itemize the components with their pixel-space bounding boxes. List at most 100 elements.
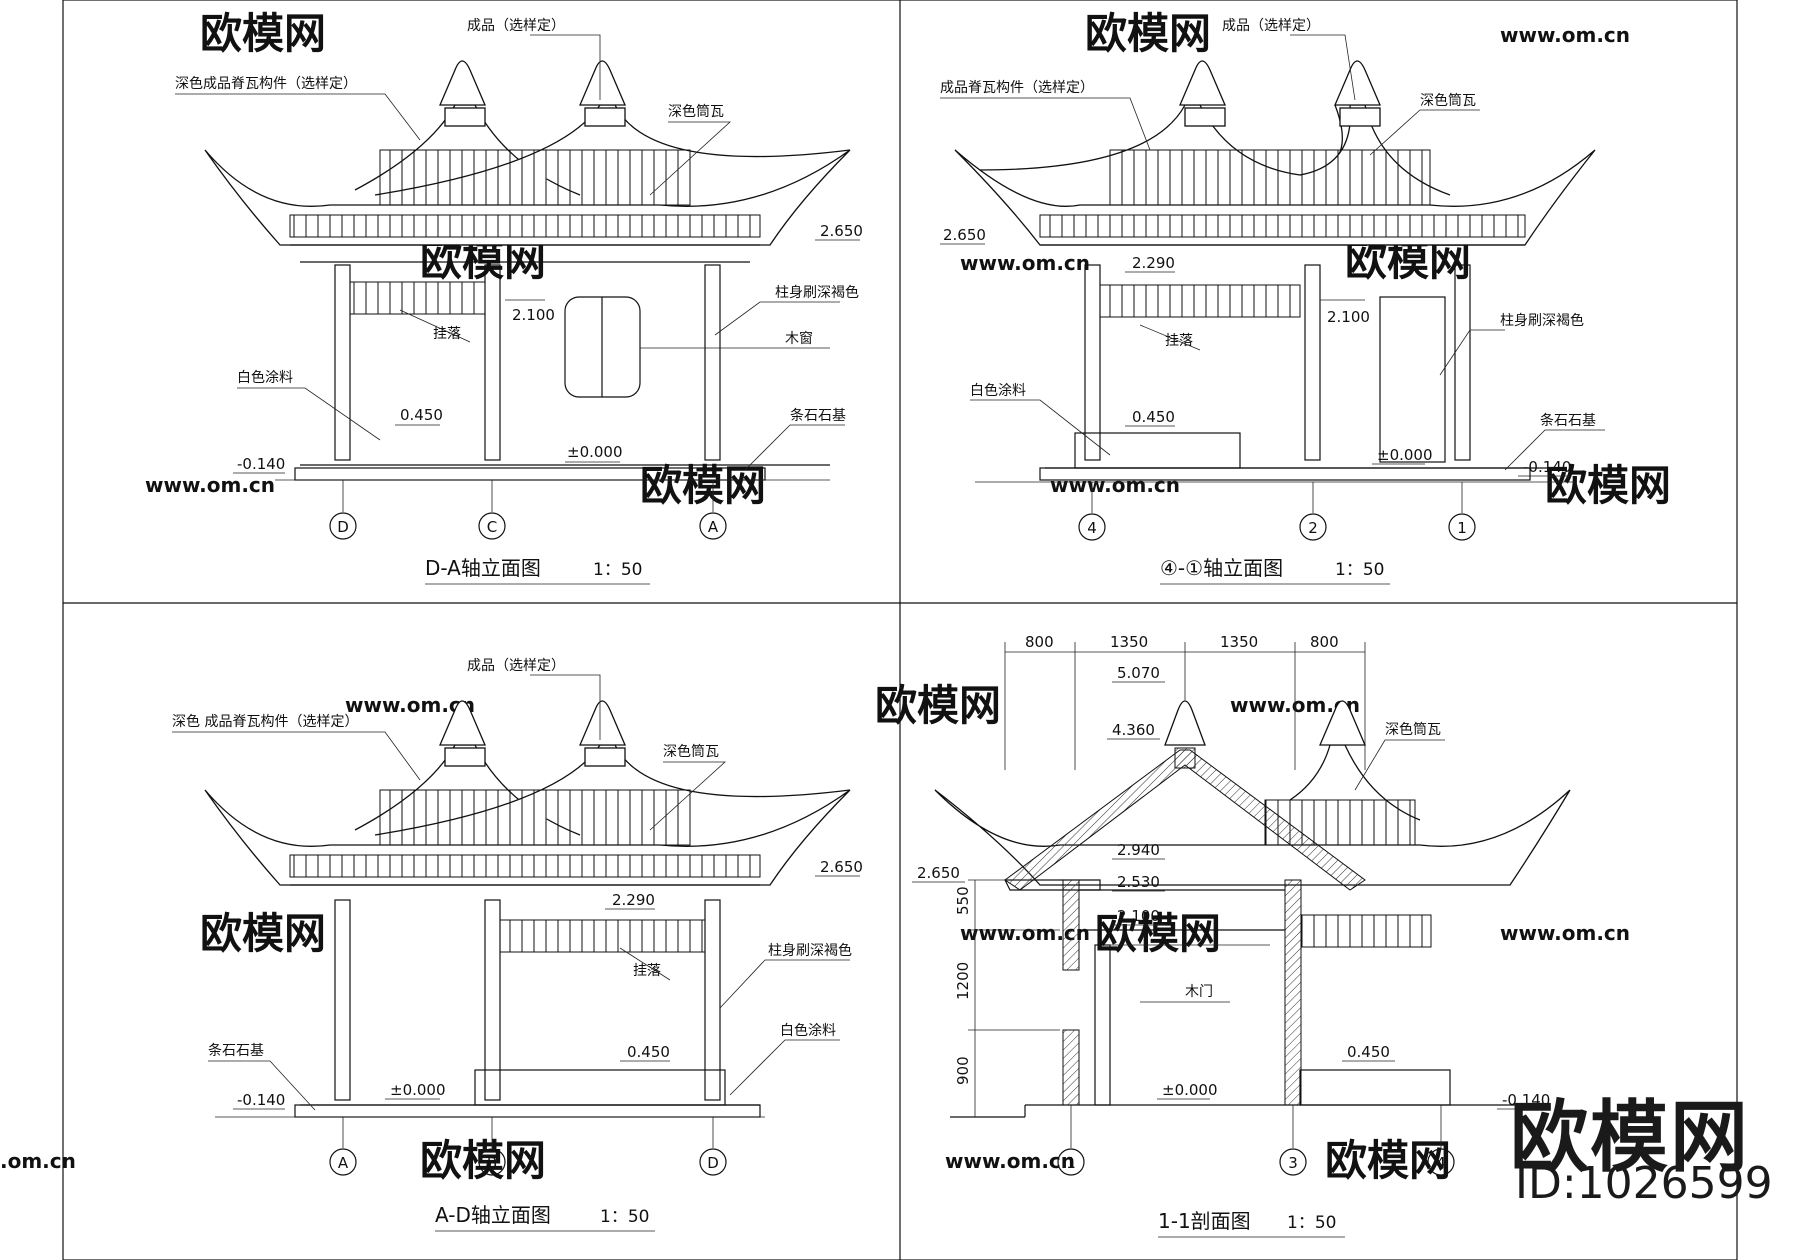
- axis-label: C: [487, 518, 497, 536]
- panel-title-block: A-D轴立面图 1：50: [435, 1203, 655, 1232]
- axis-label: 3: [1288, 1154, 1298, 1172]
- level-label: -0.140: [1523, 458, 1571, 476]
- watermark-brand: 欧模网: [1095, 909, 1221, 958]
- brand-logo-text: 欧模网: [1510, 1093, 1751, 1183]
- axis-label: B: [487, 1154, 497, 1172]
- dimension-label: 1200: [954, 962, 972, 1000]
- level-label: 2.290: [1132, 254, 1175, 272]
- structure: [275, 244, 830, 481]
- note: 条石石基: [790, 407, 846, 424]
- watermark-url: www.om.cn: [945, 1149, 1075, 1173]
- watermark-brand: 欧模网: [1085, 9, 1211, 58]
- structure: [975, 244, 1575, 483]
- note: 深色筒瓦: [1385, 721, 1441, 738]
- panel-scale: 1：50: [1287, 1213, 1336, 1233]
- note: 成品（选样定）: [1222, 18, 1320, 34]
- roof: [954, 60, 1596, 246]
- axis-label: D: [337, 518, 349, 536]
- level-label: 2.530: [1117, 873, 1160, 891]
- note: 木窗: [785, 330, 813, 347]
- note: 白色涂料: [237, 369, 293, 386]
- elevation-levels: 2.650 2.290 0.450 ±0.000 -0.140: [233, 858, 863, 1110]
- level-label: ±0.000: [390, 1081, 446, 1099]
- level-label: -0.140: [237, 455, 285, 473]
- level-label: 0.450: [400, 406, 443, 424]
- watermark-url: www.om.cn: [1050, 473, 1180, 497]
- note: 深色 成品脊瓦构件（选样定）: [172, 713, 358, 730]
- elevation-levels: 2.650 2.100 0.450 ±0.000 -0.140: [233, 222, 863, 474]
- level-label: 2.290: [612, 891, 655, 909]
- note: 木门: [1185, 984, 1213, 1000]
- axis-label: 1: [1457, 519, 1467, 537]
- walls: [950, 879, 1535, 1118]
- panel-title: 1-1剖面图: [1158, 1209, 1251, 1233]
- elevation-levels: 2.650 2.290 2.100 0.450 ±0.000 -0.140: [940, 226, 1571, 477]
- note: 白色涂料: [970, 382, 1026, 399]
- annotations: 成品（选样定） 成品脊瓦构件（选样定） 深色筒瓦 柱身刷深褐色 挂落 白色涂料 …: [940, 18, 1605, 471]
- panel-elevation-d-a: D C A 2.650 2.100 0.450 ±0.000 -0.140 成品…: [175, 18, 863, 585]
- level-label: ±0.000: [1162, 1081, 1218, 1099]
- level-label: 2.100: [512, 306, 555, 324]
- note: 深色成品脊瓦构件（选样定）: [175, 75, 357, 92]
- watermark-url: www.om.cn: [1500, 23, 1630, 47]
- note: 白色涂料: [780, 1022, 836, 1039]
- panel-scale: 1：50: [593, 560, 642, 580]
- level-label: 2.100: [1327, 308, 1370, 326]
- roof: [204, 60, 851, 246]
- watermark-url: .om.cn: [0, 1149, 76, 1173]
- level-label: 4.360: [1112, 721, 1155, 739]
- axis-markers: D C A: [329, 480, 727, 540]
- roof: [204, 700, 851, 886]
- level-label: ±0.000: [1377, 446, 1433, 464]
- axis-markers: A B D: [329, 1117, 727, 1176]
- axis-label: A: [338, 1154, 349, 1172]
- dimension-label: 1350: [1220, 633, 1258, 651]
- note: 条石石基: [1540, 412, 1596, 429]
- level-label: 5.070: [1117, 664, 1160, 682]
- watermark-brand: 欧模网: [200, 909, 326, 958]
- note: 深色筒瓦: [1420, 92, 1476, 109]
- note: 柱身刷深褐色: [775, 284, 859, 301]
- panel-title: D-A轴立面图: [425, 556, 541, 580]
- note: 柱身刷深褐色: [768, 942, 852, 959]
- watermark-url: www.om.cn: [960, 251, 1090, 275]
- panel-scale: 1：50: [600, 1207, 649, 1227]
- level-label: 0.450: [627, 1043, 670, 1061]
- watermark-brand: 欧模网: [420, 1136, 546, 1185]
- panel-section-1-1: 800 1350 1350 800: [912, 633, 1571, 1238]
- note: 深色筒瓦: [668, 103, 724, 120]
- watermark-brand: 欧模网: [200, 9, 326, 58]
- watermark-brand: 欧模网: [640, 461, 766, 510]
- dimension-label: 550: [954, 886, 972, 915]
- dimension-chain-top: 800 1350 1350 800: [1004, 633, 1366, 770]
- level-label: 2.100: [1117, 907, 1160, 925]
- dimension-label: 800: [1310, 633, 1339, 651]
- axis-markers: 4 2 1: [1078, 482, 1476, 541]
- panel-elevation-a-d: A B D 2.650 2.290 0.450 ±0.000 -0.140 成品…: [172, 658, 863, 1232]
- dimension-label: 1350: [1110, 633, 1148, 651]
- axis-label: 1: [1066, 1154, 1076, 1172]
- level-label: 0.450: [1132, 408, 1175, 426]
- axis-markers: 1 3 4: [1057, 1105, 1455, 1176]
- level-label: ±0.000: [567, 443, 623, 461]
- note: 成品脊瓦构件（选样定）: [940, 80, 1094, 96]
- watermark-brand: 欧模网: [1325, 1136, 1451, 1185]
- note: 成品（选样定）: [467, 18, 565, 34]
- axis-label: 4: [1087, 519, 1097, 537]
- level-label: 2.650: [943, 226, 986, 244]
- axis-label: D: [707, 1154, 719, 1172]
- elevation-levels: 5.070 4.360 2.940 2.650 2.530 2.100 0.45…: [912, 664, 1550, 1110]
- note: 成品（选样定）: [467, 658, 565, 674]
- panel-title-block: D-A轴立面图 1：50: [425, 556, 650, 585]
- dimension-label: 800: [1025, 633, 1054, 651]
- level-label: 0.450: [1347, 1043, 1390, 1061]
- level-label: 2.650: [820, 222, 863, 240]
- sheet-border: [62, 0, 1738, 1260]
- note: 深色筒瓦: [663, 743, 719, 760]
- panel-scale: 1：50: [1335, 560, 1384, 580]
- dimension-label: 900: [954, 1056, 972, 1085]
- annotations: 成品（选样定） 深色 成品脊瓦构件（选样定） 深色筒瓦 柱身刷深褐色 挂落 白色…: [172, 658, 852, 1111]
- panel-title: ④-①轴立面图: [1160, 556, 1283, 580]
- level-label: -0.140: [1502, 1091, 1550, 1109]
